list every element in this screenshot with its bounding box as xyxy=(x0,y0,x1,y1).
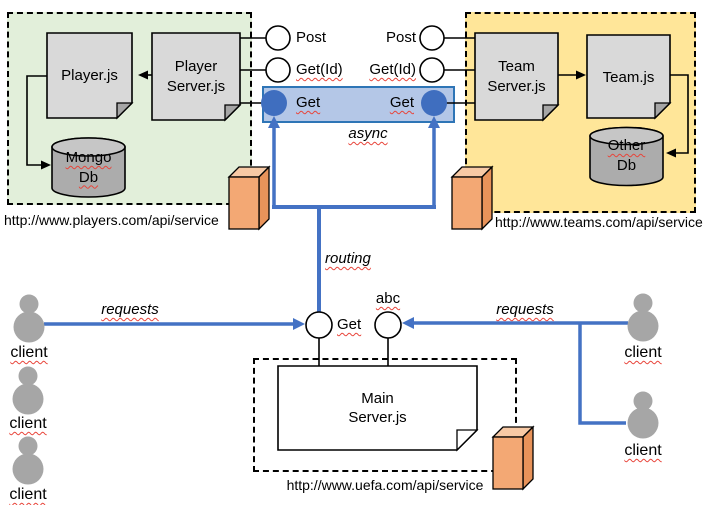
player-server-title-line1: Player xyxy=(174,58,218,75)
client-icon-left-3 xyxy=(12,436,44,485)
player-getid-label: Get(Id) xyxy=(296,61,343,78)
team-server-title-line2: Server.js xyxy=(487,77,546,95)
client-label-left-2: client xyxy=(9,415,47,432)
black-arrowheads xyxy=(41,70,676,170)
teams-service-url: http://www.teams.com/api/service xyxy=(495,214,703,230)
main-server-title-line2: Server.js xyxy=(348,409,407,426)
main-server-doc-label: Main Server.js xyxy=(278,366,477,450)
team-js-title: Team.js xyxy=(602,68,655,86)
team-endpoint-circles xyxy=(419,25,447,116)
client-icon-left-1 xyxy=(13,294,45,343)
requests-left-label: requests xyxy=(101,301,159,318)
mongo-db-line1: Mongo xyxy=(65,149,112,166)
team-server-title-line1: Team xyxy=(498,58,535,75)
player-js-title: Player.js xyxy=(61,66,118,84)
players-service-url: http://www.players.com/api/service xyxy=(4,212,219,228)
requests-right-label: requests xyxy=(496,301,554,318)
client-label-left-1: client xyxy=(10,344,48,361)
client-icon-left-2 xyxy=(12,366,44,415)
client-label-left-3: client xyxy=(9,486,47,503)
mongo-db-label: Mongo Db xyxy=(52,141,125,194)
player-server-title-line2: Server.js xyxy=(166,77,226,95)
team-server-document-icon xyxy=(474,32,560,122)
client-icon-right-1 xyxy=(627,293,659,342)
team-js-doc-label: Team.js xyxy=(587,35,670,120)
main-server-title-line1: Main xyxy=(361,389,394,407)
async-label: async xyxy=(348,125,388,142)
routing-label: routing xyxy=(325,250,371,267)
team-server-doc-label: Team Server.js xyxy=(475,33,558,120)
blue-arrowheads xyxy=(268,116,440,330)
client-label-right-2: client xyxy=(624,442,662,459)
node-cube-right-icon xyxy=(450,165,494,231)
player-js-document-icon xyxy=(46,32,134,120)
interface-connector-lines xyxy=(26,37,689,366)
main-service-url: http://www.uefa.com/api/service xyxy=(286,477,484,493)
main-get-label: Get xyxy=(337,316,362,333)
team-post-label: Post xyxy=(385,29,416,46)
other-db-line2: Db xyxy=(616,156,637,174)
main-service-region xyxy=(253,358,517,472)
client-icon-right-2 xyxy=(627,391,659,439)
player-server-document-icon xyxy=(151,32,242,122)
main-abc-label: abc xyxy=(375,290,401,307)
player-server-doc-label: Player Server.js xyxy=(152,33,240,120)
other-db-line1: Other xyxy=(607,137,646,154)
player-post-label: Post xyxy=(296,29,327,46)
mongo-database-icon xyxy=(51,137,126,198)
player-get-label: Get xyxy=(296,94,321,111)
client-label-right-1: client xyxy=(624,344,662,361)
player-js-doc-label: Player.js xyxy=(47,33,132,118)
other-database-icon xyxy=(589,126,664,187)
player-endpoint-circles xyxy=(261,25,291,116)
request-flow-lines xyxy=(44,127,628,425)
main-server-document-icon xyxy=(277,365,479,452)
team-getid-label: Get(Id) xyxy=(369,61,416,78)
team-get-label: Get xyxy=(389,94,414,111)
main-endpoint-circles xyxy=(305,311,402,339)
mongo-db-line2: Db xyxy=(78,168,99,186)
node-cube-left-icon xyxy=(227,165,271,231)
team-js-document-icon xyxy=(586,34,672,120)
node-cube-main-icon xyxy=(491,425,535,491)
other-db-label: Other Db xyxy=(590,129,663,182)
